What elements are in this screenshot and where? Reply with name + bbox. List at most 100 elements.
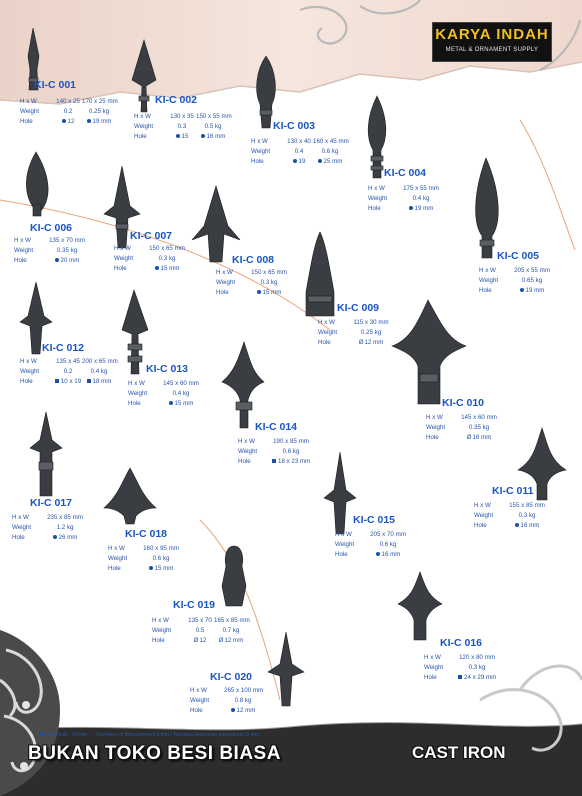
spec-label: Hole — [108, 565, 121, 572]
solid-hole-icon — [40, 732, 44, 736]
product-code: KI-C 019 — [173, 599, 216, 611]
product-code: KI-C 002 — [155, 94, 198, 106]
spec-value: 0.3 kg — [518, 512, 536, 519]
solid-hole-icon — [86, 119, 91, 123]
spec-value: 16 mm — [196, 132, 230, 142]
solid-hole-icon — [175, 134, 180, 138]
spec-label: H x W — [216, 269, 233, 276]
finial-image — [103, 165, 141, 249]
product-code: KI-C 018 — [125, 528, 168, 540]
spec-label: Weight — [128, 390, 148, 397]
spec-value: 12 — [54, 117, 82, 127]
spec-label: Weight — [335, 541, 355, 548]
spec-value: 200 x 65 mm — [82, 358, 118, 365]
spec-value: 0.35 kg — [56, 247, 78, 254]
finial-image — [475, 157, 499, 259]
spec-value: 26 mm — [46, 533, 84, 543]
product-code: KI-C 007 — [130, 230, 173, 242]
spec-value: Ø12 mm — [358, 339, 384, 346]
solid-hole-icon — [148, 566, 153, 570]
solid-hole-icon — [375, 552, 380, 556]
finial-image — [397, 571, 443, 641]
spec-label: H x W — [474, 502, 491, 509]
spec-value: Ø12 — [193, 637, 207, 644]
product-code: KI-C 020 — [210, 671, 253, 683]
product-code: KI-C 010 — [442, 397, 485, 409]
finial-image — [267, 631, 305, 707]
spec-value: 0.25 kg — [88, 108, 110, 115]
spec-label: H x W — [20, 358, 37, 365]
spec-value: 16 mm — [508, 521, 546, 531]
spec-value: 19 mm — [513, 286, 551, 296]
spec-label: H x W — [368, 185, 385, 192]
spec-value: 0.5 — [195, 627, 205, 634]
spec-value: 0.4 kg — [90, 368, 108, 375]
finial-image — [391, 299, 467, 405]
spec-label: Weight — [114, 255, 134, 262]
product-code: KI-C 013 — [146, 363, 189, 375]
spec-value: 0.3 — [177, 123, 187, 130]
spec-label: Hole — [114, 265, 127, 272]
spec-value: 160 x 95 mm — [143, 545, 179, 552]
spec-label: Weight — [251, 148, 271, 155]
spec-value: 120 x 80 mm — [459, 654, 495, 661]
spec-row-hole: Hole Ø12 mm — [318, 338, 390, 348]
spec-value: 1.2 kg — [56, 524, 74, 531]
spec-label: Hole — [318, 339, 331, 346]
square-hole-icon — [54, 379, 59, 383]
spec-label: Hole — [216, 289, 229, 296]
spec-label: Hole — [128, 400, 141, 407]
spec-label: H x W — [152, 617, 169, 624]
spec-label: H x W — [426, 414, 443, 421]
spec-value: 18 x 23 mm — [272, 457, 310, 467]
spec-value: 18 mm — [82, 377, 116, 387]
spec-label: Hole — [368, 205, 381, 212]
spec-value: 0.65 kg — [521, 277, 543, 284]
spec-label: Hole — [251, 158, 264, 165]
product-code: KI-C 008 — [232, 254, 275, 266]
spec-label: Hole — [424, 674, 437, 681]
spec-value: 165 x 85 mm — [214, 617, 250, 624]
solid-hole-icon — [519, 288, 524, 292]
spec-value: 140 x 25 — [56, 98, 80, 105]
spec-value: 130 x 40 — [287, 138, 311, 145]
square-hole-icon — [272, 459, 276, 463]
spec-label: Weight — [368, 195, 388, 202]
spec-value: 160 x 45 mm — [313, 138, 349, 145]
spec-value: 19 mm — [402, 204, 440, 214]
spec-value: 150 x 65 mm — [149, 245, 185, 252]
spec-label: Weight — [20, 368, 40, 375]
material-label: CAST IRON — [412, 743, 506, 762]
spec-value: 24 x 29 mm — [458, 673, 496, 683]
product-code: KI-C 004 — [384, 167, 427, 179]
spec-value: 0.6 kg — [152, 555, 170, 562]
spec-value: 0.8 kg — [234, 697, 252, 704]
product-code: KI-C 014 — [255, 421, 298, 433]
spec-value: 15 mm — [148, 264, 186, 274]
solid-hole-icon — [200, 134, 205, 138]
spec-label: H x W — [128, 380, 145, 387]
